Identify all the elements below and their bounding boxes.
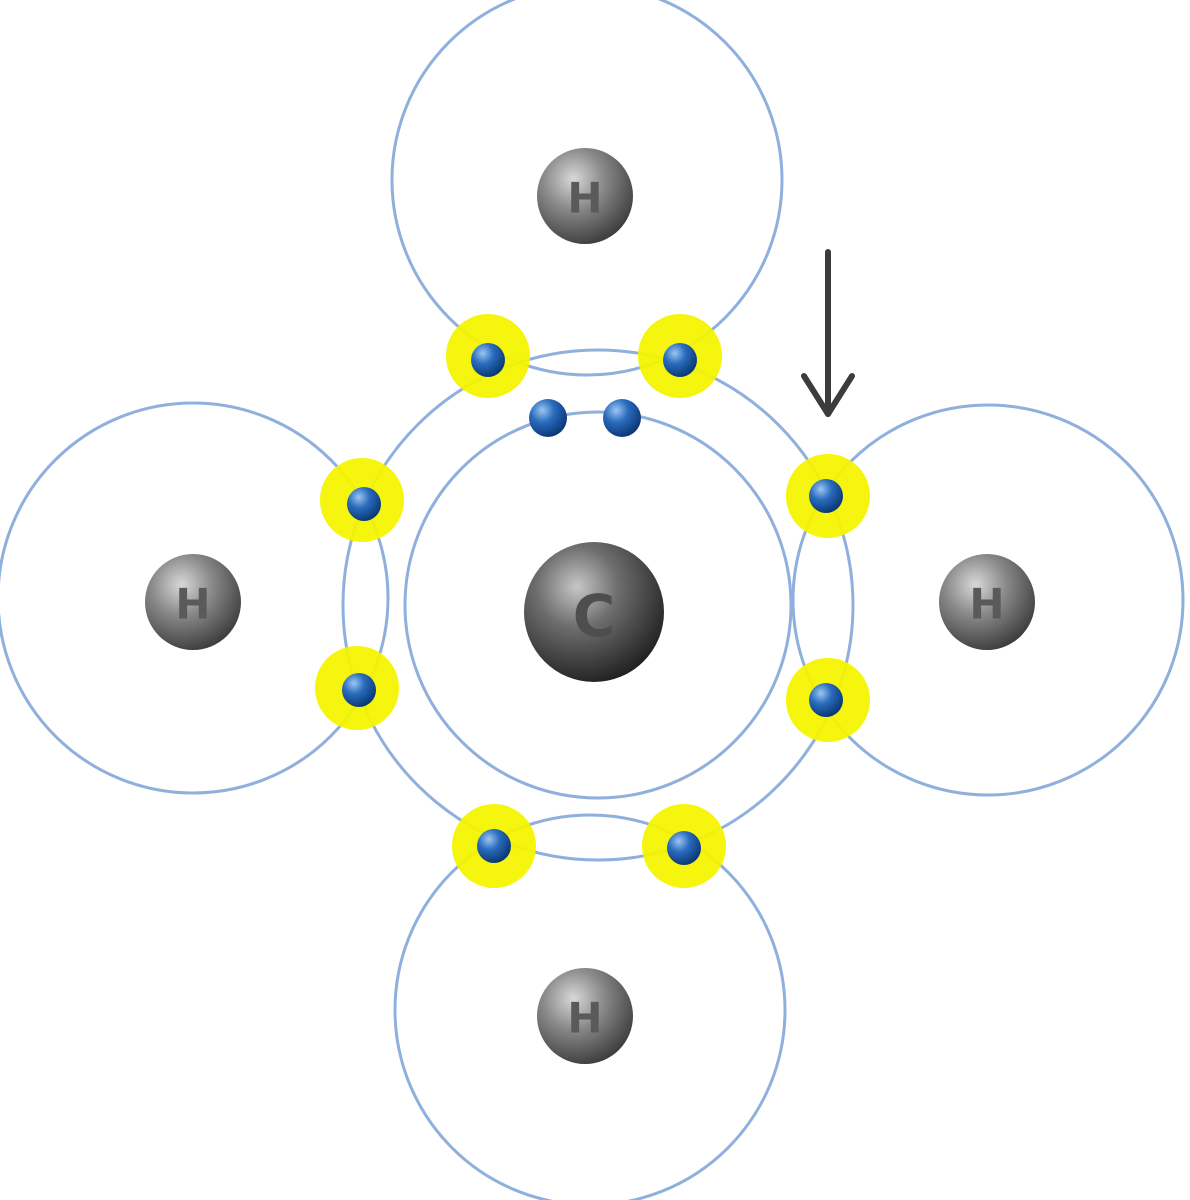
shared-electrons <box>342 343 843 865</box>
carbon-inner-shell <box>403 410 793 800</box>
atom-label: H <box>567 994 602 1043</box>
electron <box>471 343 505 377</box>
electron <box>809 683 843 717</box>
carbon-atom: C <box>524 542 664 682</box>
hydrogen-right-shell <box>791 403 1185 797</box>
atom-label: H <box>969 580 1004 629</box>
atom-label: H <box>175 580 210 629</box>
electron <box>477 829 511 863</box>
hydrogen-atom-right: H <box>939 554 1035 650</box>
electron <box>667 831 701 865</box>
electron <box>347 487 381 521</box>
electron <box>663 343 697 377</box>
hydrogen-atom-left: H <box>145 554 241 650</box>
inner-shell-electrons <box>529 399 641 437</box>
arrow-down-icon <box>801 249 855 417</box>
carbon-outer-shell <box>341 348 855 862</box>
electron <box>603 399 641 437</box>
atom-label: H <box>567 174 602 223</box>
hydrogen-left-shell <box>0 401 390 795</box>
electron <box>529 399 567 437</box>
electron <box>342 673 376 707</box>
hydrogen-atom-top: H <box>537 148 633 244</box>
hydrogen-atom-bottom: H <box>537 968 633 1064</box>
atom-label: C <box>573 582 616 650</box>
electron <box>809 479 843 513</box>
hydrogen-bottom-shell <box>393 813 787 1200</box>
hydrogen-top-shell <box>390 0 784 377</box>
